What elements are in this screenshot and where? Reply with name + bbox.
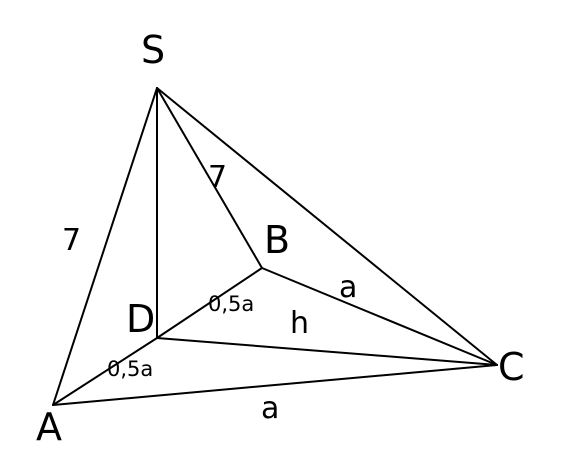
edge-sb	[156, 87, 263, 269]
label-dc-height: h	[290, 306, 309, 341]
edges	[52, 87, 498, 406]
vertex-label-b: B	[264, 218, 290, 262]
label-ac-length: a	[261, 391, 279, 426]
vertex-label-a: A	[36, 405, 62, 449]
edge-ac	[52, 364, 498, 406]
vertex-label-d: D	[126, 297, 155, 341]
edge-sc	[156, 87, 498, 366]
edge-db	[156, 267, 263, 339]
label-ad-length: 0,5a	[107, 357, 153, 381]
vertex-label-c: C	[498, 345, 525, 389]
vertex-label-s: S	[141, 28, 165, 72]
label-bc-length: a	[339, 270, 357, 305]
label-sa-length: 7	[62, 223, 81, 258]
label-db-length: 0,5a	[208, 292, 254, 316]
edge-ad	[52, 337, 158, 406]
edge-bc	[261, 267, 498, 366]
edge-dc	[156, 337, 498, 366]
vertex-labels: S A B C D	[36, 28, 525, 449]
label-sb-length: 7	[208, 160, 227, 195]
edge-labels: 7 7 a a h 0,5a 0,5a	[62, 160, 357, 426]
edge-sa	[52, 87, 158, 406]
